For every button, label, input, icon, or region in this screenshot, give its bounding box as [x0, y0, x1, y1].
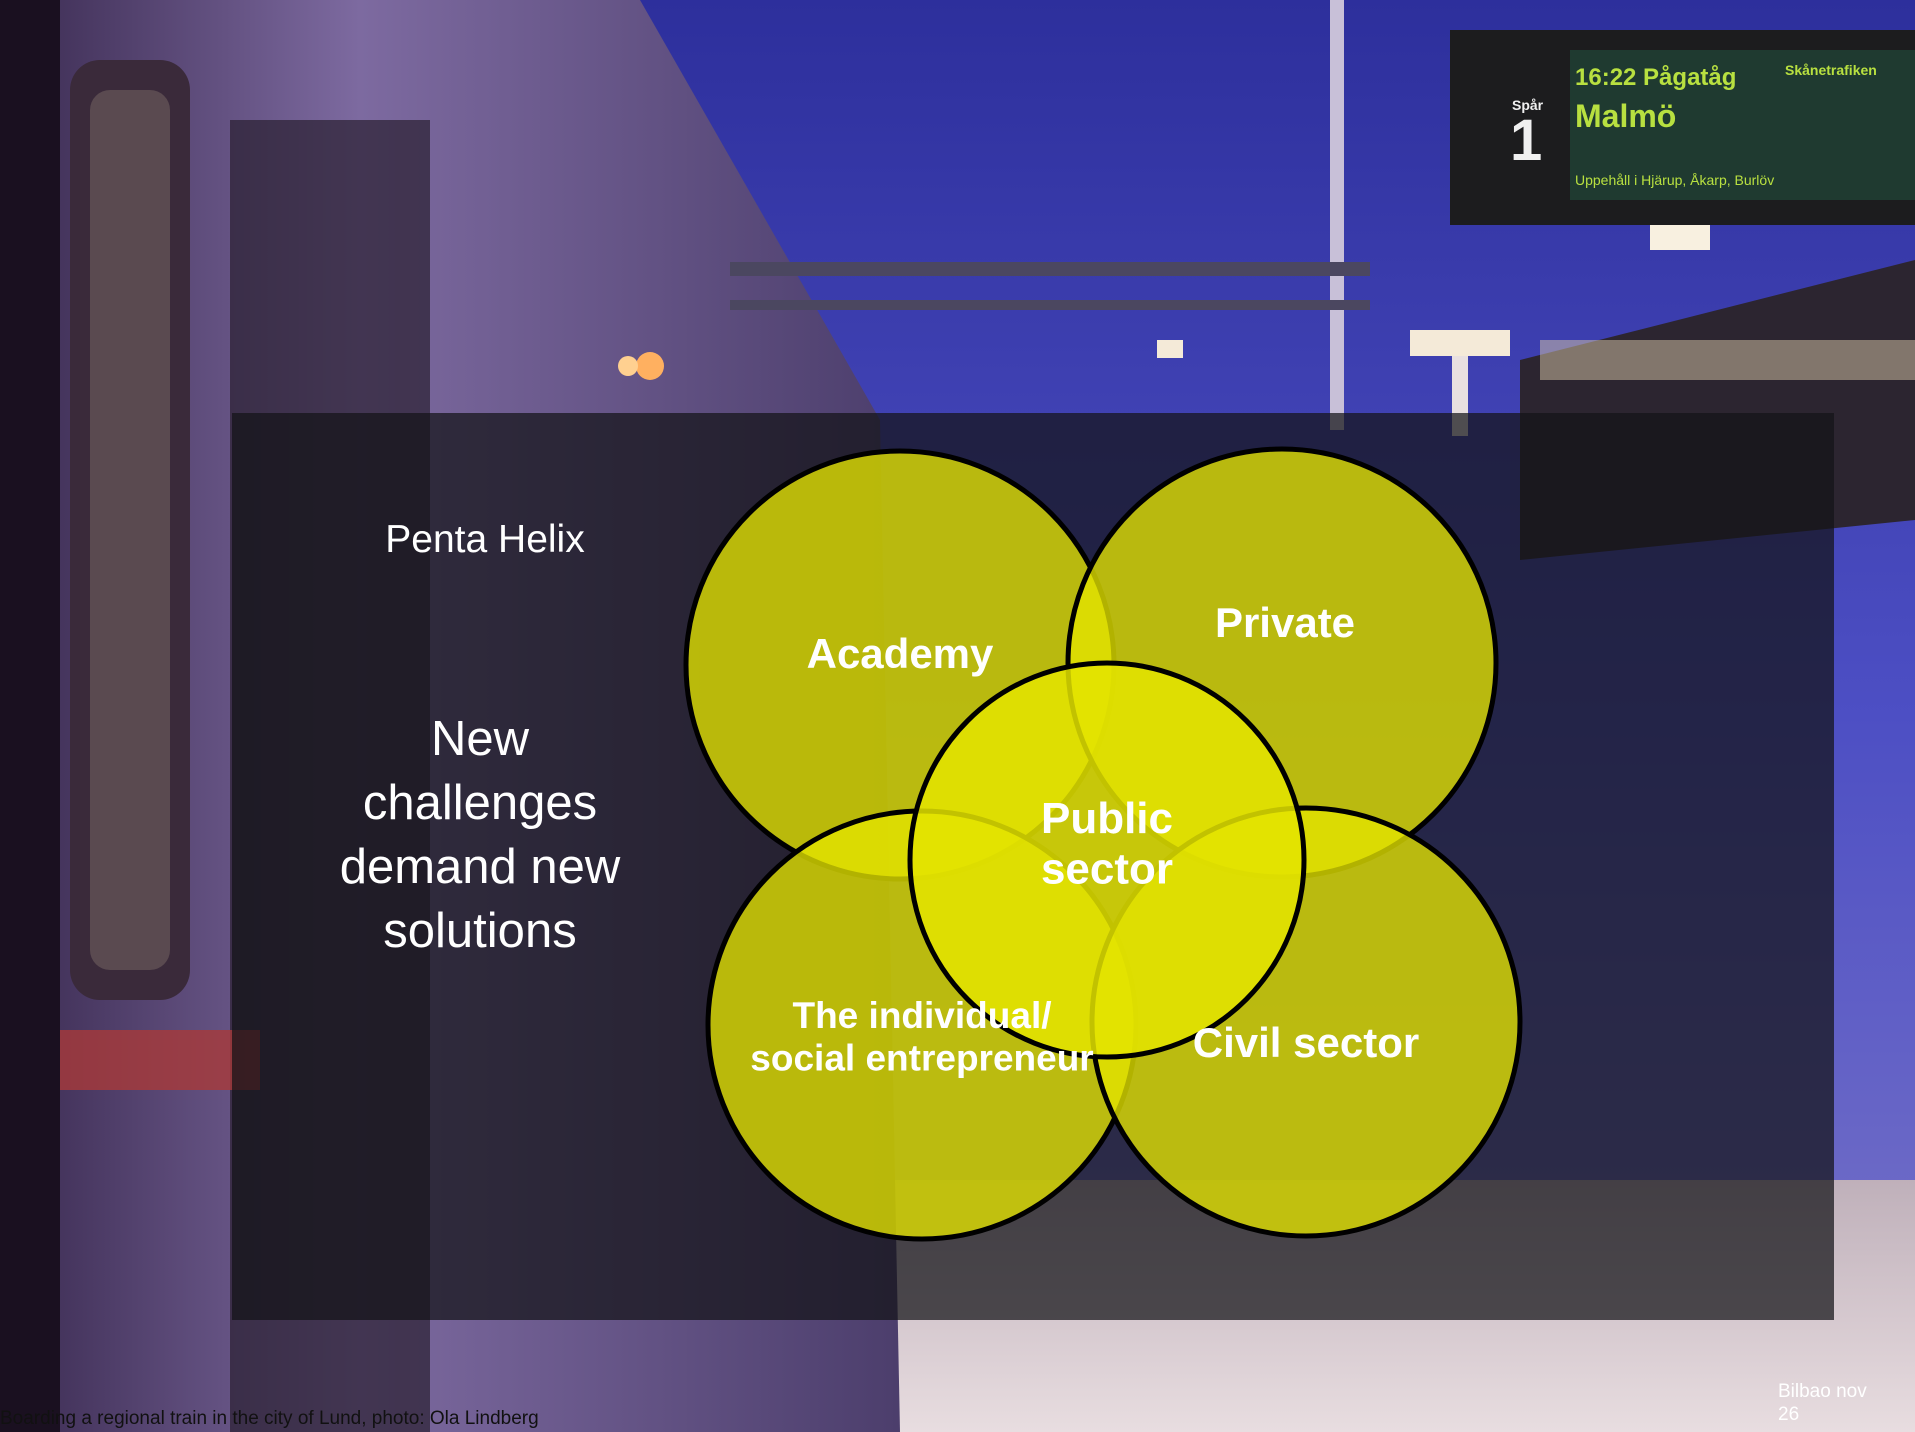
civil-label: Civil sector	[1193, 1019, 1419, 1066]
slide-message: New challenges demand new solutions	[339, 712, 621, 958]
svg-text:Skånetrafiken: Skånetrafiken	[1785, 62, 1877, 78]
public-circle	[907, 660, 1307, 1060]
slide-date: Bilbao nov 26	[1778, 1381, 1867, 1425]
svg-text:1: 1	[1510, 108, 1542, 173]
slide-title: Penta Helix	[385, 518, 585, 561]
svg-text:16:22 Pågatåg: 16:22 Pågatåg	[1575, 64, 1736, 91]
svg-text:Malmö: Malmö	[1575, 98, 1676, 134]
private-label: Private	[1215, 599, 1355, 646]
academy-label: Academy	[807, 630, 994, 677]
individual-label: The individual/social entrepreneur	[750, 995, 1093, 1079]
svg-text:Uppehåll i Hjärup, Åkarp, Burl: Uppehåll i Hjärup, Åkarp, Burlöv	[1575, 172, 1774, 188]
photo-caption: Boarding a regional train in the city of…	[0, 1408, 539, 1429]
svg-text:Spår: Spår	[1512, 97, 1544, 113]
